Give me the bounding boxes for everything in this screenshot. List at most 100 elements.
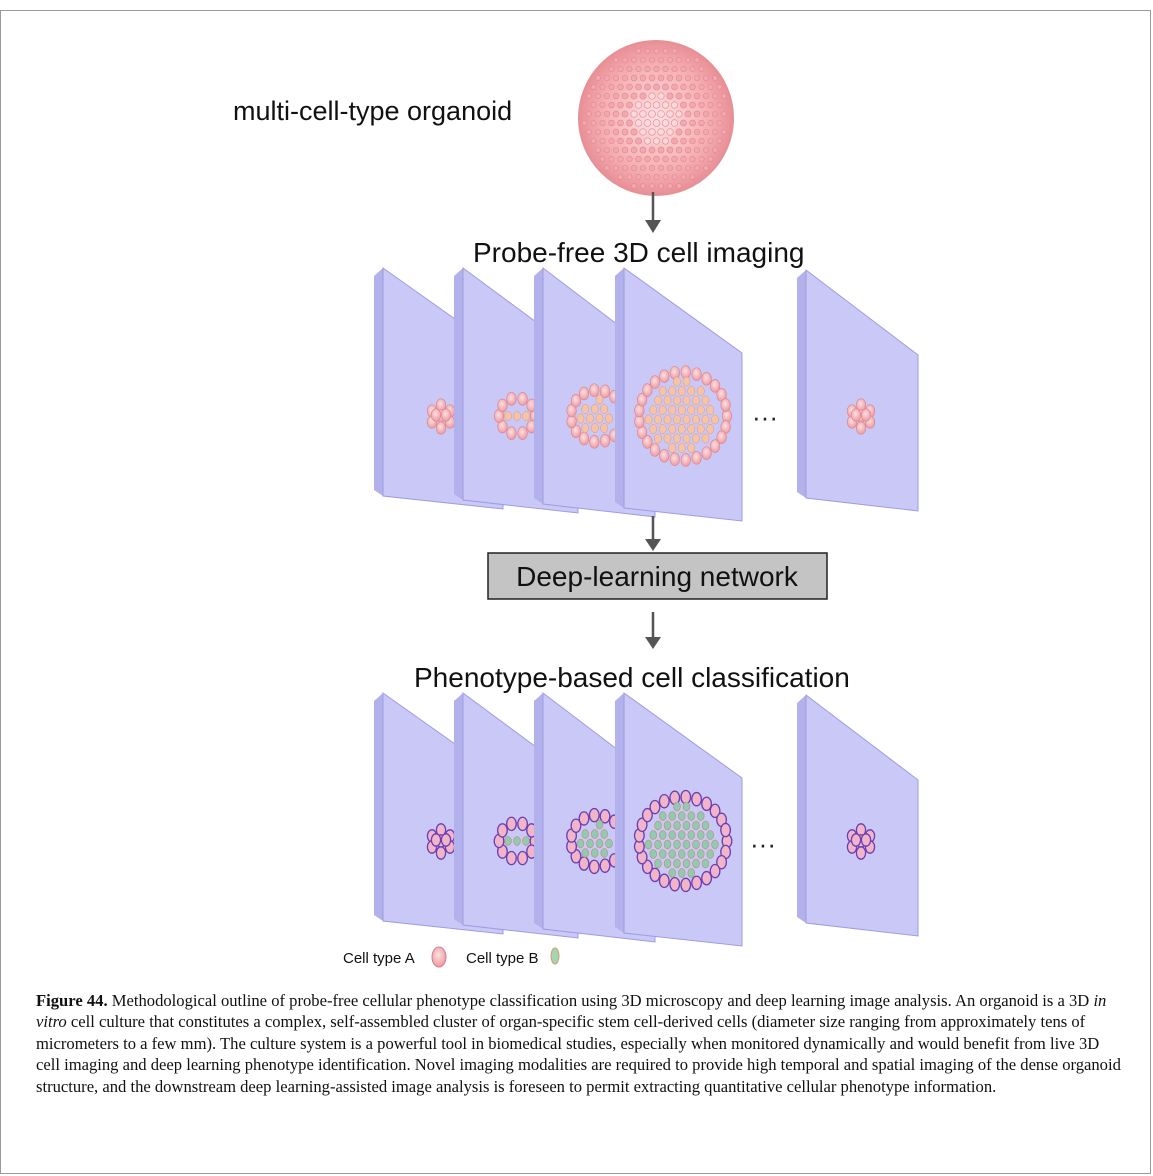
organoid-cell <box>631 57 637 63</box>
organoid-cell <box>643 119 652 127</box>
cell-a <box>589 435 600 449</box>
cell-b <box>649 830 657 840</box>
cell-type-legend: Cell type A Cell type B <box>343 946 560 968</box>
cell-b <box>701 395 710 406</box>
arrowhead-icon <box>645 637 661 649</box>
cell-b <box>595 413 604 424</box>
cell-a <box>658 873 670 889</box>
organoid-cell <box>685 57 691 63</box>
organoid-cell <box>658 57 664 63</box>
cell-a <box>440 833 452 847</box>
organoid-cell <box>657 146 665 154</box>
cell-b <box>677 386 686 396</box>
cell-b <box>668 405 677 415</box>
cell-b <box>687 424 696 434</box>
organoid-cell <box>702 110 710 118</box>
organoid-cell <box>675 110 683 118</box>
organoid-cell <box>630 146 638 154</box>
cell-b <box>590 423 599 433</box>
cell-b <box>581 423 590 433</box>
cell-b <box>673 433 681 444</box>
organoid-cell <box>667 57 673 63</box>
cell-b <box>697 811 705 821</box>
organoid-cell <box>671 83 678 91</box>
cell-b <box>595 394 604 405</box>
organoid-cell <box>621 146 629 154</box>
organoid-cell <box>689 156 696 162</box>
organoid-cell <box>621 74 629 82</box>
organoid-cell <box>595 129 601 135</box>
cell-b <box>522 836 530 846</box>
cell-a <box>517 850 529 866</box>
cell-b <box>682 858 691 869</box>
cell-a <box>850 833 862 847</box>
cell-b <box>668 811 676 821</box>
cell-a <box>517 426 528 440</box>
cell-b <box>513 411 521 421</box>
organoid-cell <box>617 119 624 127</box>
organoid-cell <box>649 57 655 63</box>
organoid-cell <box>693 146 701 154</box>
cell-b <box>600 404 609 414</box>
organoid-cell <box>707 156 714 162</box>
cell-a <box>641 859 653 875</box>
cell-a <box>599 809 611 824</box>
cell-b <box>692 820 700 831</box>
organoid-cell <box>653 155 660 163</box>
network-label: Deep-learning network <box>516 561 799 592</box>
cell-a <box>855 421 867 435</box>
organoid-cell <box>630 128 638 136</box>
cell-a <box>860 833 872 847</box>
organoid-cell <box>595 93 601 99</box>
organoid-cell <box>648 146 656 154</box>
organoid-cell <box>698 66 705 72</box>
organoid-cell <box>689 66 696 72</box>
cell-a <box>720 822 732 838</box>
organoid-cell <box>648 128 656 136</box>
cell-a <box>855 846 867 860</box>
cell-b <box>605 413 613 424</box>
cell-b <box>663 414 672 425</box>
organoid-cell <box>626 137 633 145</box>
organoid-cell <box>662 174 669 180</box>
cell-a <box>659 369 670 383</box>
organoid-cell <box>666 146 674 154</box>
cell-b <box>668 830 676 840</box>
organoid-cell <box>644 155 651 163</box>
organoid-cell <box>586 111 592 117</box>
organoid-cell <box>716 102 723 108</box>
cell-b <box>668 424 677 434</box>
cell-b <box>678 811 686 821</box>
cell-a <box>505 850 517 866</box>
cell-b <box>654 839 662 850</box>
cell-b <box>663 433 672 444</box>
organoid-cell <box>590 102 597 108</box>
organoid-cell <box>698 101 705 109</box>
cell-b <box>668 443 677 453</box>
panel-edge <box>797 695 806 923</box>
organoid-cell <box>666 128 674 136</box>
organoid-cell <box>626 155 633 163</box>
organoid-cell <box>676 165 682 171</box>
organoid-cell <box>603 110 611 118</box>
cell-b <box>692 839 700 850</box>
organoid-cell <box>639 110 647 118</box>
imaging-plane <box>805 268 919 512</box>
organoid-cell <box>684 110 692 118</box>
cell-a <box>669 876 681 892</box>
organoid-cell <box>716 120 723 126</box>
caption-text-2: cell culture that constitutes a complex,… <box>36 1012 1121 1096</box>
cell-b <box>649 405 658 415</box>
cell-b <box>591 848 599 858</box>
organoid-cell <box>622 57 628 63</box>
organoid-cell <box>630 110 638 118</box>
panel-edge <box>615 268 624 508</box>
cell-b <box>504 411 512 421</box>
cell-a <box>570 394 582 408</box>
cell-b <box>682 395 691 406</box>
organoid-cell <box>689 83 696 91</box>
cell-a <box>691 367 702 381</box>
organoid-cell <box>639 146 647 154</box>
cell-a <box>599 858 611 873</box>
organoid-cell <box>644 48 651 54</box>
